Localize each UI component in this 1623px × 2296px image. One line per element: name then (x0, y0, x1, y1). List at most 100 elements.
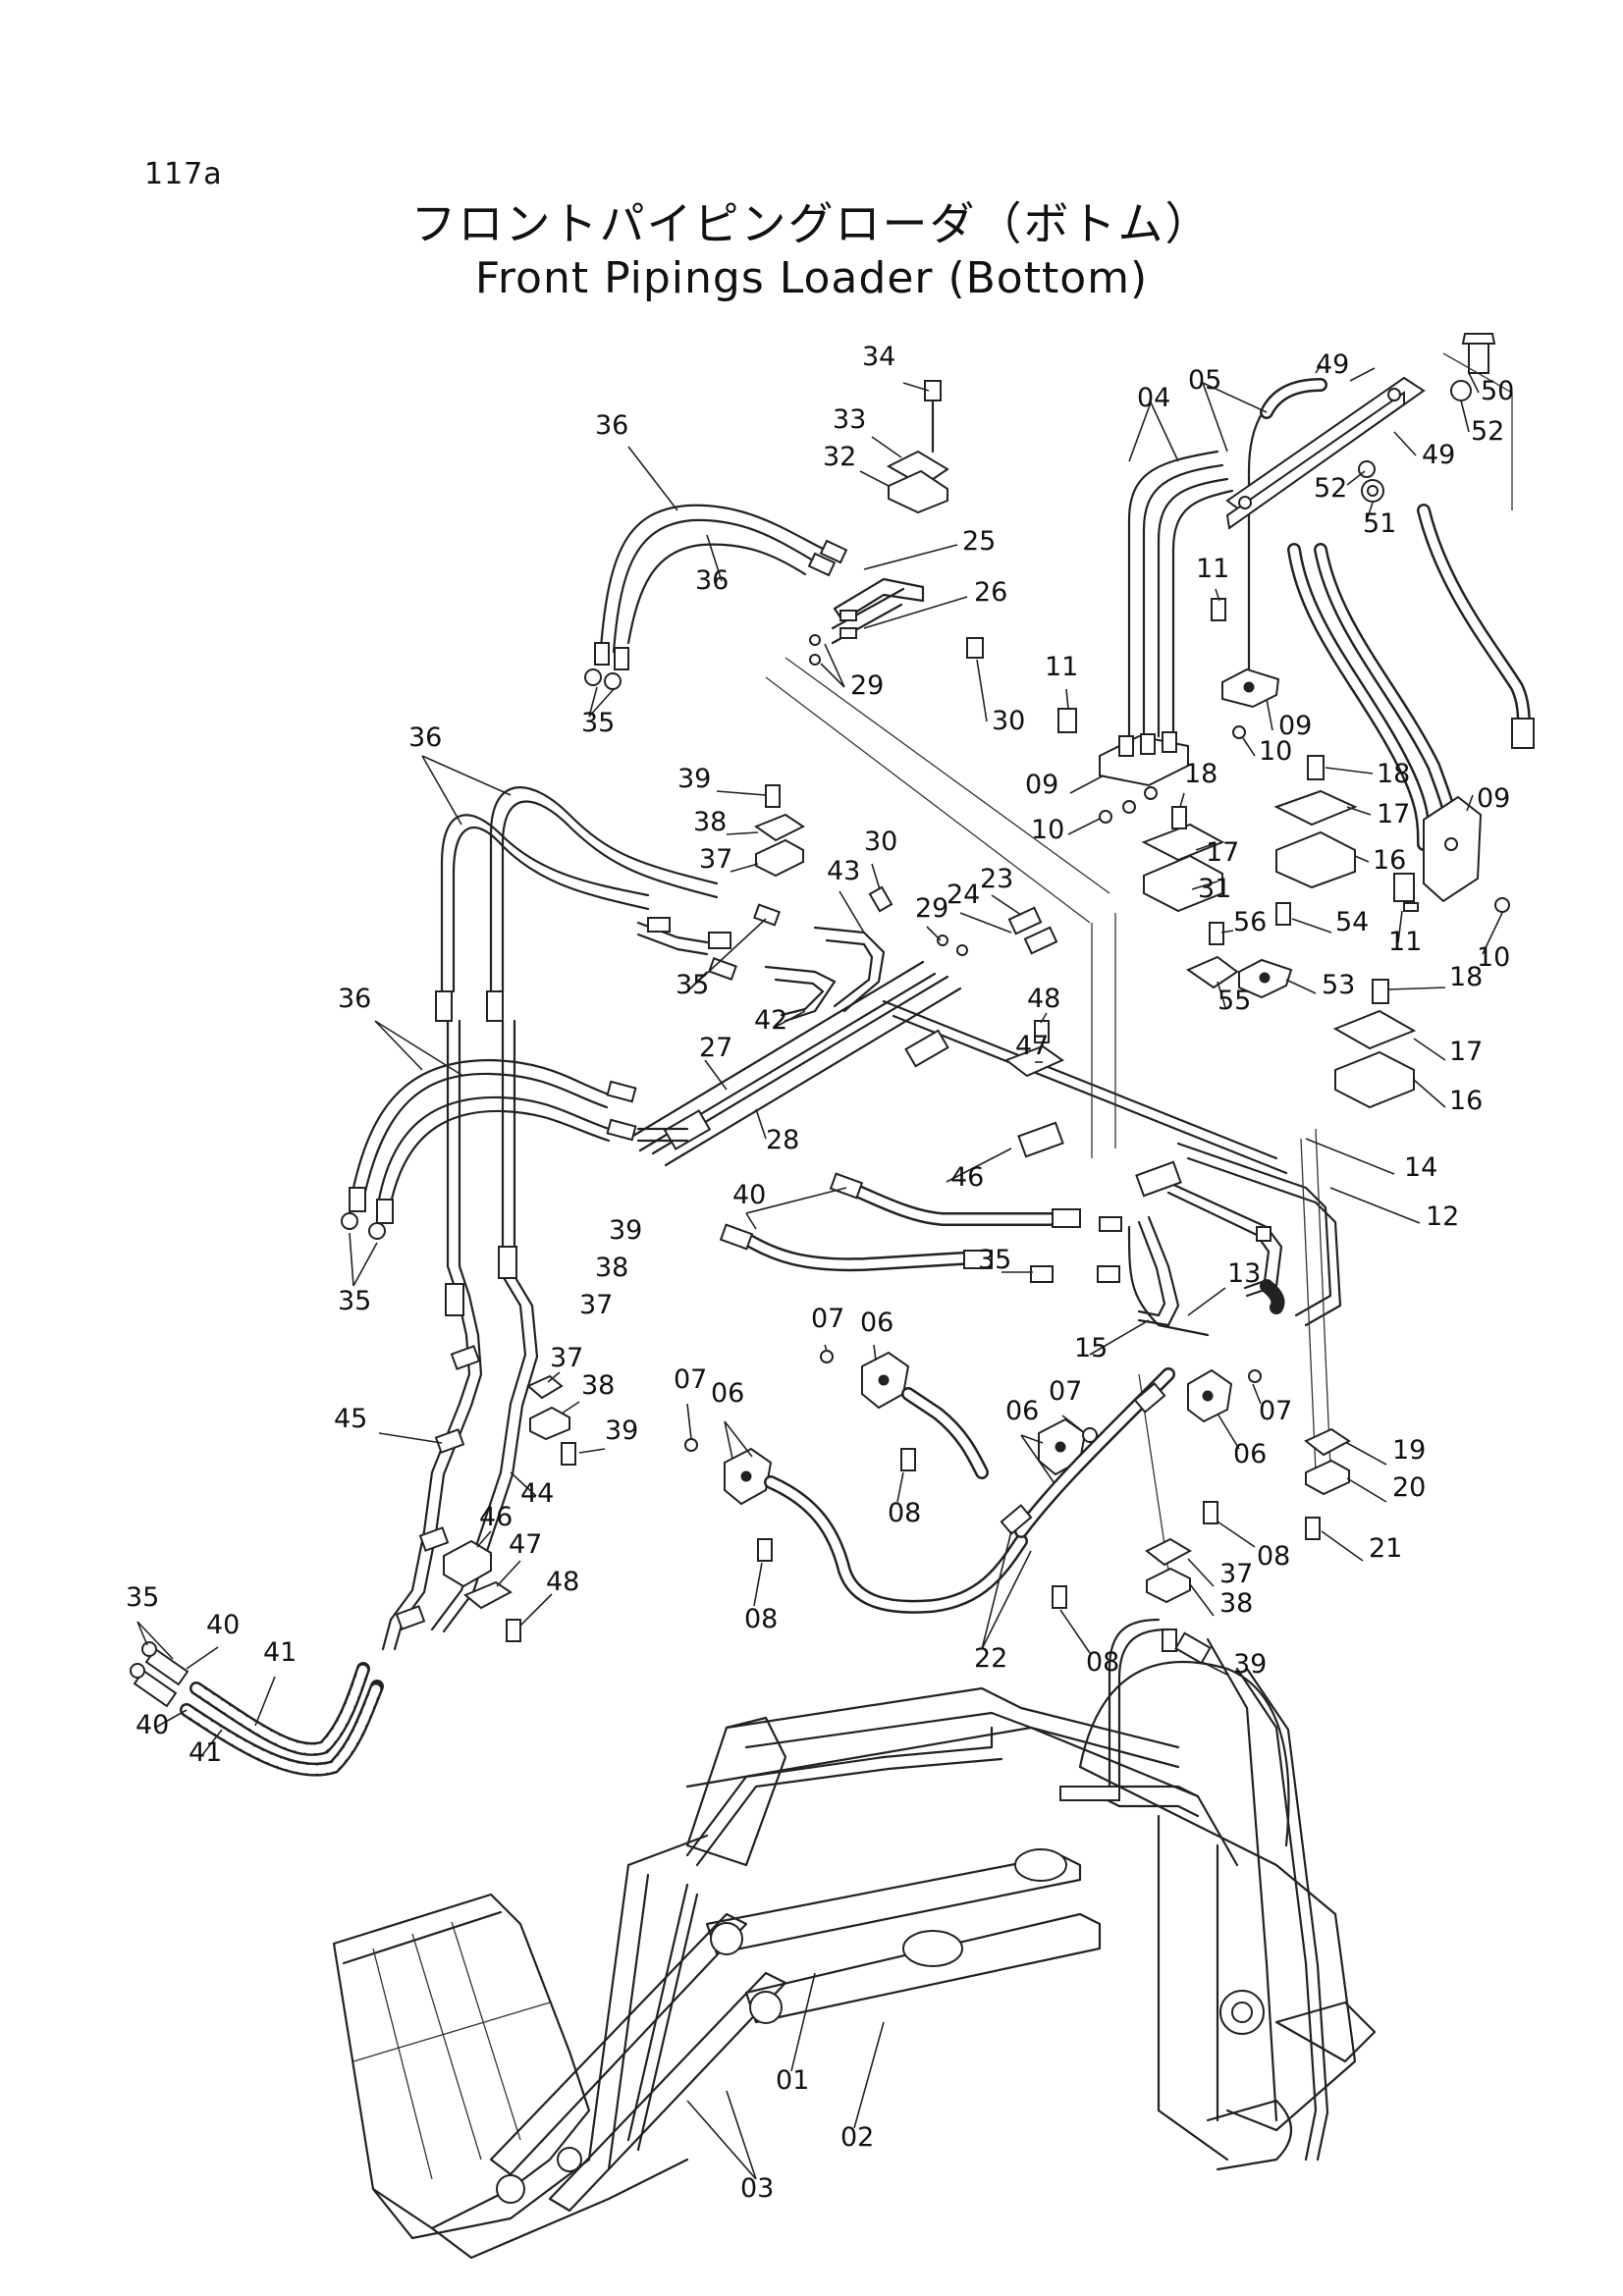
callout-c-38b: 38 (595, 1253, 628, 1283)
hose-group-left-middle (421, 755, 1065, 1078)
callout-c-17b: 17 (1206, 837, 1239, 868)
hose-group-upper-left (584, 380, 1110, 924)
loader-frame-illustration (332, 1618, 1377, 2260)
callout-c-37c: 37 (550, 1343, 583, 1373)
callout-c-14: 14 (1404, 1152, 1437, 1183)
callout-c-07a: 07 (811, 1304, 844, 1334)
callout-c-31: 31 (1198, 874, 1231, 904)
callout-c-18b: 18 (1377, 759, 1410, 789)
callout-c-19: 19 (1392, 1435, 1426, 1466)
callout-c-08a: 08 (888, 1498, 921, 1528)
callout-c-30a: 30 (992, 706, 1025, 736)
callout-c-55: 55 (1217, 986, 1251, 1016)
callout-c-06a: 06 (860, 1308, 893, 1338)
callout-c-38a: 38 (693, 807, 727, 837)
callout-c-35d: 35 (978, 1245, 1011, 1275)
callout-c-29b: 29 (915, 893, 948, 924)
callout-c-35a: 35 (581, 708, 615, 738)
callout-c-24: 24 (947, 880, 980, 910)
callout-c-40a: 40 (732, 1180, 766, 1210)
callout-c-22: 22 (974, 1643, 1007, 1674)
title-english: Front Pipings Loader (Bottom) (474, 253, 1149, 303)
callout-c-47b: 47 (509, 1529, 542, 1560)
coiled-hose-group (130, 1621, 384, 1777)
callout-c-49a: 49 (1316, 349, 1349, 380)
callout-c-10b: 10 (1031, 815, 1064, 845)
callout-c-41a: 41 (263, 1637, 297, 1668)
callout-c-07d: 07 (1259, 1396, 1292, 1426)
callout-c-16a: 16 (1373, 845, 1406, 876)
pipe-group-left-vertical (378, 1019, 606, 1651)
page-number: 117a (144, 157, 223, 191)
callout-c-16b: 16 (1449, 1086, 1483, 1116)
callout-c-32: 32 (823, 442, 856, 472)
callout-c-09b: 09 (1025, 770, 1058, 800)
callout-c-07b: 07 (674, 1364, 707, 1395)
callout-c-36d: 36 (338, 984, 371, 1014)
callout-c-18c: 18 (1449, 962, 1483, 992)
hose-group-mid-lower (684, 1172, 1387, 1676)
callout-c-39b: 39 (609, 1215, 642, 1246)
callout-c-18a: 18 (1184, 759, 1217, 789)
callout-c-39c: 39 (605, 1415, 638, 1446)
callout-c-34: 34 (862, 342, 895, 372)
callout-c-23: 23 (980, 864, 1013, 894)
hose-group-top-right (1127, 333, 1535, 851)
callout-c-04: 04 (1137, 383, 1170, 413)
callout-c-26: 26 (974, 577, 1007, 608)
callout-c-49b: 49 (1422, 440, 1455, 470)
callout-c-03: 03 (740, 2173, 774, 2204)
callout-c-06c: 06 (1005, 1396, 1039, 1426)
callout-c-15: 15 (1074, 1333, 1108, 1363)
callout-c-01: 01 (776, 2065, 809, 2096)
callout-c-40b: 40 (206, 1610, 240, 1640)
callout-c-07c: 07 (1049, 1376, 1082, 1407)
callout-c-41b: 41 (189, 1737, 222, 1768)
callout-c-20: 20 (1392, 1472, 1426, 1503)
callout-c-06d: 06 (1233, 1439, 1267, 1469)
callout-c-35b: 35 (676, 970, 709, 1000)
callout-c-37b: 37 (579, 1290, 613, 1320)
callout-c-21: 21 (1369, 1533, 1402, 1564)
callout-c-06b: 06 (711, 1378, 744, 1409)
callout-c-36a: 36 (595, 410, 628, 441)
callout-c-43: 43 (827, 856, 860, 886)
callout-c-37a: 37 (699, 844, 732, 875)
callout-c-10a: 10 (1259, 736, 1292, 767)
callout-c-47a: 47 (1015, 1031, 1049, 1061)
callout-c-39a: 39 (677, 764, 711, 794)
callout-c-46b: 46 (479, 1502, 513, 1532)
callout-c-52b: 52 (1314, 473, 1347, 504)
callout-c-35c: 35 (338, 1286, 371, 1316)
callout-c-28: 28 (766, 1125, 799, 1155)
callout-c-11a: 11 (1196, 554, 1229, 584)
callout-c-53: 53 (1322, 970, 1355, 1000)
callout-c-39d: 39 (1233, 1649, 1267, 1680)
callout-c-27: 27 (699, 1033, 732, 1063)
callout-c-29a: 29 (850, 670, 884, 701)
callout-c-54: 54 (1335, 907, 1369, 937)
callout-c-40c: 40 (135, 1710, 169, 1740)
callout-c-35e: 35 (126, 1582, 159, 1613)
callout-c-50: 50 (1481, 376, 1514, 406)
callout-c-02: 02 (840, 2122, 874, 2153)
callout-c-42: 42 (754, 1005, 787, 1036)
callout-c-46a: 46 (950, 1162, 984, 1193)
callout-c-05: 05 (1188, 365, 1221, 396)
callout-c-36c: 36 (408, 722, 442, 753)
callout-c-08d: 08 (1086, 1647, 1119, 1678)
callout-c-44: 44 (520, 1478, 554, 1509)
callout-c-51: 51 (1363, 508, 1396, 539)
callout-c-38c: 38 (581, 1370, 615, 1401)
callout-c-17a: 17 (1377, 799, 1410, 829)
callout-c-25: 25 (962, 526, 996, 557)
callout-c-38d: 38 (1219, 1588, 1253, 1619)
callout-c-33: 33 (833, 404, 866, 435)
callout-c-30b: 30 (864, 827, 897, 857)
callout-c-48a: 48 (1027, 984, 1060, 1014)
callout-c-13: 13 (1227, 1258, 1261, 1289)
callout-c-17c: 17 (1449, 1037, 1483, 1067)
callout-c-36b: 36 (695, 565, 729, 596)
callout-c-09a: 09 (1278, 711, 1312, 741)
